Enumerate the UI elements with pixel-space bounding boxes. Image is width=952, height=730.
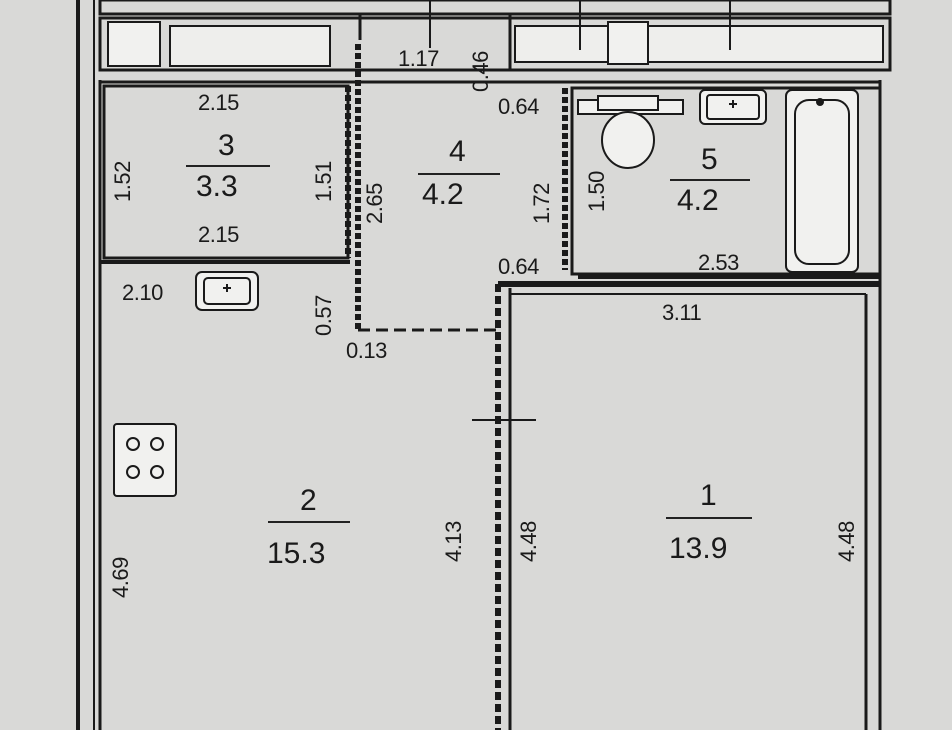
room-1-area: 13.9 (669, 532, 728, 565)
room-5-area: 4.2 (677, 184, 719, 217)
room-2-divider (268, 521, 350, 523)
dim-top-046: 0.46 (468, 51, 493, 92)
dim-room3-bottom: 2.15 (198, 222, 239, 247)
dim-corridor-064-top: 0.64 (498, 94, 539, 119)
partition-wall (472, 281, 880, 730)
dim-room3-right: 1.51 (311, 161, 336, 202)
room-3-area: 3.3 (196, 170, 238, 203)
dim-wall-057: 0.57 (311, 295, 336, 336)
dim-room1-right: 4.48 (834, 521, 859, 562)
room-5-walls (570, 86, 882, 279)
dim-top-117: 1.17 (398, 46, 439, 71)
room-3-number: 3 (218, 129, 235, 162)
bathtub-icon (785, 89, 859, 273)
dim-room1-top: 3.11 (662, 300, 702, 325)
dim-corridor-064-bottom: 0.64 (498, 254, 539, 279)
dim-room2-top: 2.10 (122, 280, 163, 305)
dim-room3-top: 2.15 (198, 90, 239, 115)
stove-icon (113, 423, 177, 497)
dim-room4-right: 1.72 (529, 183, 554, 224)
outer-walls (76, 0, 882, 730)
room-4-number: 4 (449, 135, 466, 168)
room-2-area: 15.3 (267, 537, 326, 570)
dim-wall-013: 0.13 (346, 338, 387, 363)
dim-room3-left: 1.52 (110, 161, 135, 202)
toilet-icon (577, 95, 684, 169)
room-5-number: 5 (701, 143, 718, 176)
hob-burner-icon (126, 437, 140, 451)
hob-burner-icon (126, 465, 140, 479)
hob-burner-icon (150, 437, 164, 451)
room-1-divider (666, 517, 752, 519)
sink-icon (699, 89, 767, 125)
dim-room2-left: 4.69 (108, 557, 133, 598)
room-5-divider (670, 179, 750, 181)
dim-room2-right: 4.13 (441, 521, 466, 562)
dim-room1-left: 4.48 (516, 521, 541, 562)
top-wall-band (98, 0, 892, 72)
room-1-number: 1 (700, 479, 717, 512)
hob-burner-icon (150, 465, 164, 479)
room-4-area: 4.2 (422, 178, 464, 211)
room-4-walls (355, 44, 568, 332)
dim-room4-left: 2.65 (362, 183, 387, 224)
room-3-divider (186, 165, 270, 167)
room-2-number: 2 (300, 484, 317, 517)
sink-icon (195, 271, 259, 311)
room-4-divider (418, 173, 500, 175)
dim-room5-bottom: 2.53 (698, 250, 739, 275)
room-3-walls (100, 84, 351, 264)
dim-room5-left: 1.50 (584, 171, 609, 212)
